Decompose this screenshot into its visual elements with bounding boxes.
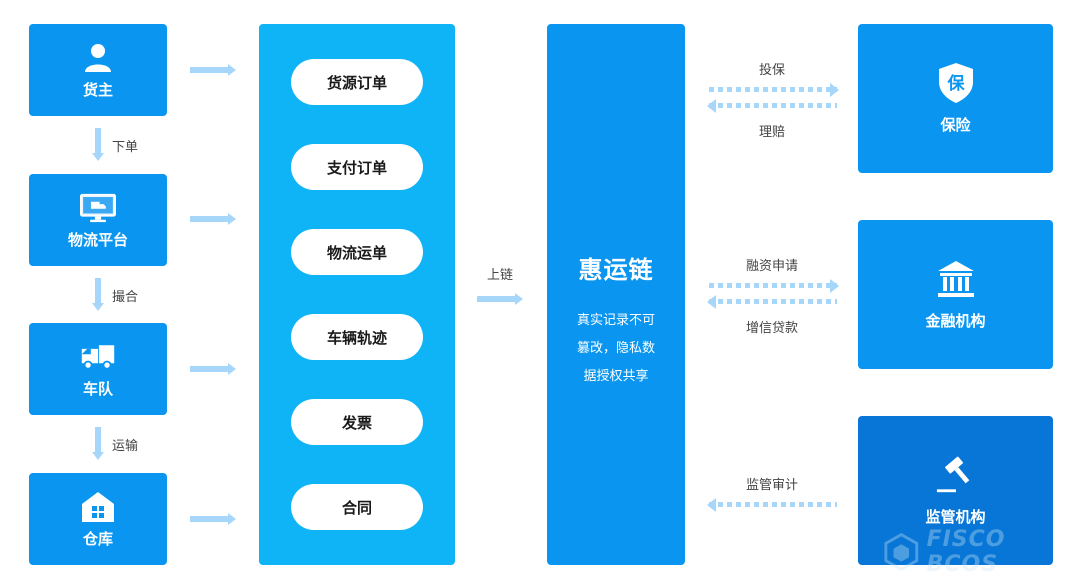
dotted-arrow-right xyxy=(709,83,839,97)
actor-label: 货主 xyxy=(82,81,113,99)
cube-logo-icon xyxy=(884,532,919,572)
person-icon xyxy=(80,41,116,75)
document-column: 货源订单 支付订单 物流运单 车辆轨迹 发票 合同 xyxy=(259,24,455,565)
doc-contract: 合同 xyxy=(291,484,423,530)
actor-warehouse: 仓库 xyxy=(29,473,167,565)
dotted-arrow-left xyxy=(707,99,837,113)
flow-label-match: 撮合 xyxy=(112,290,139,305)
chain-desc-line: 真实记录不可 xyxy=(576,313,655,328)
institution-label: 金融机构 xyxy=(925,312,986,330)
label-credit-loan: 增信贷款 xyxy=(745,321,798,336)
chain-desc-line: 篡改，隐私数 xyxy=(576,341,655,356)
institution-label: 监管机构 xyxy=(925,508,986,526)
flow-arrow-down xyxy=(92,128,104,162)
warehouse-icon xyxy=(80,490,116,524)
flow-arrow-down xyxy=(92,278,104,312)
dotted-arrow-left xyxy=(707,295,837,309)
actor-label: 物流平台 xyxy=(67,231,128,249)
label-claim: 理赔 xyxy=(758,125,785,140)
watermark: FISCO BCOS xyxy=(882,527,1080,577)
chain-desc-line: 据授权共享 xyxy=(583,369,649,384)
to-docs-arrow xyxy=(190,363,236,375)
label-insure: 投保 xyxy=(758,63,785,78)
gavel-icon xyxy=(935,454,977,496)
institution-finance: 金融机构 xyxy=(858,220,1053,369)
doc-payment-order: 支付订单 xyxy=(291,144,423,190)
chain-description: 真实记录不可 篡改，隐私数 据授权共享 xyxy=(547,307,685,391)
bank-icon xyxy=(935,258,977,300)
actor-shipper: 货主 xyxy=(29,24,167,116)
doc-cargo-order: 货源订单 xyxy=(291,59,423,105)
shield-bao-icon: 保 xyxy=(935,62,977,104)
flow-arrow-down xyxy=(92,427,104,461)
to-docs-arrow xyxy=(190,213,236,225)
svg-text:保: 保 xyxy=(946,73,965,94)
to-docs-arrow xyxy=(190,64,236,76)
upchain-arrow xyxy=(477,293,523,305)
flow-label-transport: 运输 xyxy=(112,439,139,454)
institution-label: 保险 xyxy=(940,116,971,134)
dotted-arrow-right xyxy=(709,279,839,293)
flow-label-order: 下单 xyxy=(112,140,139,155)
actor-label: 车队 xyxy=(82,380,113,398)
institution-insurance: 保 保险 xyxy=(858,24,1053,173)
actor-fleet: 车队 xyxy=(29,323,167,415)
doc-vehicle-track: 车辆轨迹 xyxy=(291,314,423,360)
label-audit: 监管审计 xyxy=(745,478,798,493)
institution-regulator: 监管机构 xyxy=(858,416,1053,565)
blockchain-column: 惠运链 真实记录不可 篡改，隐私数 据授权共享 xyxy=(547,24,685,565)
watermark-text: FISCO BCOS xyxy=(926,527,1006,577)
actor-label: 仓库 xyxy=(82,530,113,548)
upchain-label: 上链 xyxy=(487,268,514,283)
chain-title: 惠运链 xyxy=(578,256,654,284)
doc-waybill: 物流运单 xyxy=(291,229,423,275)
actor-logistics-platform: 物流平台 xyxy=(29,174,167,266)
dotted-arrow-left xyxy=(707,498,837,512)
truck-icon xyxy=(80,340,116,374)
to-docs-arrow xyxy=(190,513,236,525)
label-finance-apply: 融资申请 xyxy=(745,259,798,274)
monitor-truck-icon xyxy=(80,191,116,225)
doc-invoice: 发票 xyxy=(291,399,423,445)
